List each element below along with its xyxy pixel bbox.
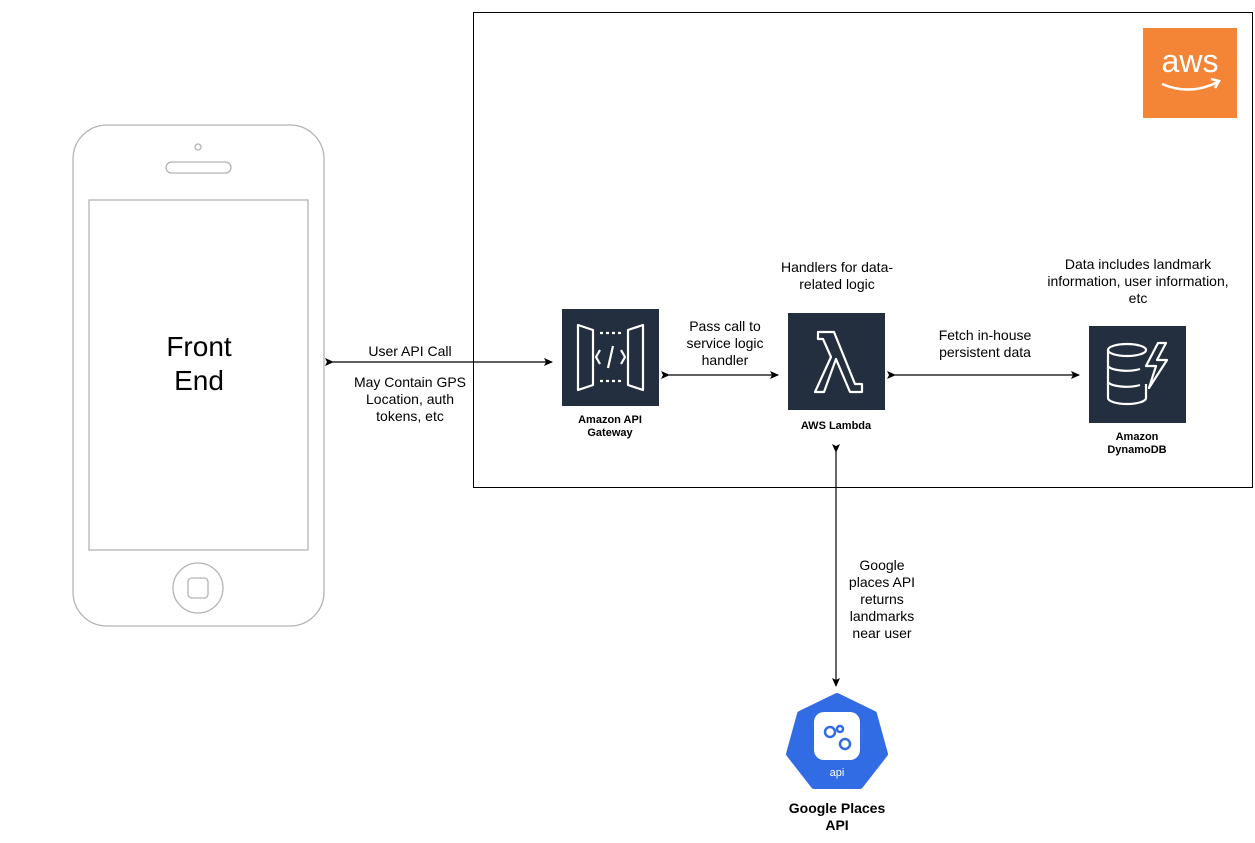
api-gateway-caption-line2: Gateway xyxy=(587,427,633,439)
dynamo-note-line3: etc xyxy=(1128,290,1148,306)
lambda-dynamo-line2: persistent data xyxy=(939,344,1031,360)
lambda-annotation: Handlers for data- related logic xyxy=(762,259,912,293)
api-gateway-caption: Amazon API Gateway xyxy=(560,414,660,440)
lambda-google-line1: Google xyxy=(859,557,905,573)
lambda-google-line3: returns xyxy=(860,591,904,607)
gateway-lambda-line2: service logic xyxy=(686,335,764,351)
dynamodb-annotation: Data includes landmark information, user… xyxy=(1030,256,1246,307)
dynamodb-caption-line2: DynamoDB xyxy=(1107,444,1167,456)
dynamodb-caption-line1: Amazon xyxy=(1115,431,1159,443)
user-call-detail-line2: Location, auth xyxy=(366,391,454,407)
edge-label-gateway-lambda: Pass call to service logic handler xyxy=(665,318,785,369)
user-call-detail-line1: May Contain GPS xyxy=(353,374,467,390)
aws-logo xyxy=(1143,28,1237,118)
aws-cloud-boundary xyxy=(473,12,1253,488)
aws-logo-text: aws xyxy=(1161,43,1219,79)
google-places-api-icon: api xyxy=(786,693,888,789)
lambda-google-line2: places API xyxy=(848,574,916,590)
dynamodb-icon xyxy=(1089,326,1186,423)
lambda-google-line4: landmarks xyxy=(849,608,915,624)
lambda-note-line2: related logic xyxy=(799,276,875,292)
edge-label-lambda-google: Google places API returns landmarks near… xyxy=(832,557,932,642)
edge-label-user-api-call: User API Call xyxy=(368,343,452,359)
lambda-google-line5: near user xyxy=(852,625,912,641)
phone-label-line2: End xyxy=(174,365,224,396)
api-gateway-icon xyxy=(562,309,659,406)
dynamo-note-line1: Data includes landmark xyxy=(1064,256,1212,272)
gateway-lambda-line1: Pass call to xyxy=(689,318,761,334)
phone-device xyxy=(72,124,325,627)
google-places-caption-line2: API xyxy=(825,817,849,833)
lambda-icon xyxy=(788,313,885,410)
edge-label-lambda-dynamodb: Fetch in-house persistent data xyxy=(925,327,1045,361)
api-gateway-caption-line1: Amazon API xyxy=(578,414,642,426)
edge-label-user-call-detail: May Contain GPS Location, auth tokens, e… xyxy=(340,374,480,425)
user-call-detail-line3: tokens, etc xyxy=(376,408,444,424)
phone-label: Front End xyxy=(140,330,258,398)
google-places-caption-line1: Google Places xyxy=(788,800,886,816)
lambda-note-line1: Handlers for data- xyxy=(780,259,894,275)
lambda-dynamo-line1: Fetch in-house xyxy=(938,327,1032,343)
phone-label-line1: Front xyxy=(166,331,232,362)
dynamodb-caption: Amazon DynamoDB xyxy=(1087,431,1187,457)
google-places-caption: Google Places API xyxy=(770,800,904,834)
lambda-caption: AWS Lambda xyxy=(800,420,872,432)
svg-text:api: api xyxy=(830,767,845,779)
gateway-lambda-line3: handler xyxy=(701,352,749,368)
dynamo-note-line2: information, user information, xyxy=(1047,273,1229,289)
